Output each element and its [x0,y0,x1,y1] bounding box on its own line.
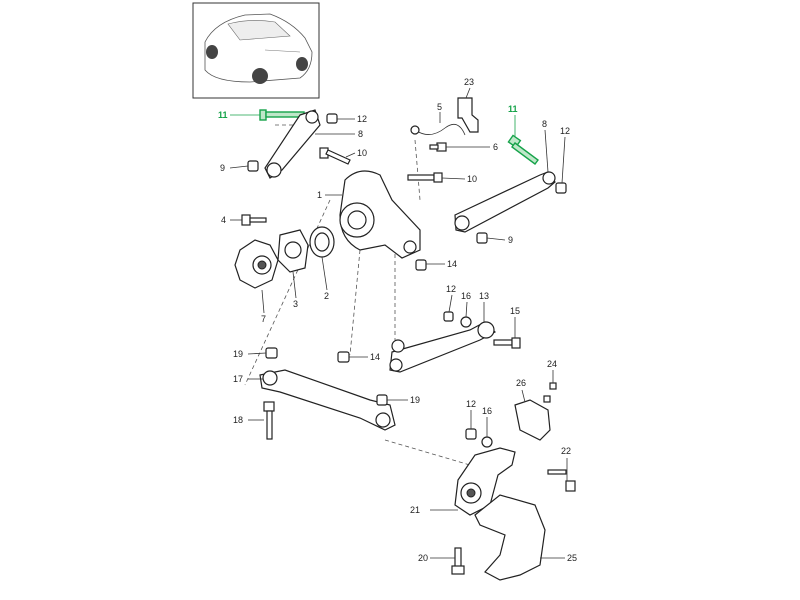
callout-labels: 11 12 8 10 9 1 4 3 2 7 23 5 6 10 11 8 12… [218,77,577,563]
callout-15: 15 [510,306,520,316]
bracket-26 [514,399,551,441]
trailing-arm-21 [454,447,516,516]
callout-3: 3 [293,299,298,309]
lower-arm-17 [259,369,396,431]
callout-8-right: 8 [542,119,547,129]
callout-1: 1 [317,190,322,200]
callout-21: 21 [410,505,420,515]
callout-26: 26 [516,378,526,388]
bolt-6 [429,142,447,152]
callout-12: 12 [357,114,367,124]
callout-10-right: 10 [467,174,477,184]
washer-16-middle [460,316,472,328]
control-arm-8-left [264,109,321,179]
wheel-bearing-2 [309,226,335,258]
shield-25 [474,494,546,581]
leader-lines [229,87,568,559]
nut-12-lower [465,428,477,440]
nut-14-lower [337,351,350,363]
washer-16-lower [481,436,493,448]
callout-14-upper: 14 [447,259,457,269]
callout-16-middle: 16 [461,291,471,301]
callout-24: 24 [547,359,557,369]
callout-12-lower: 12 [466,399,476,409]
callout-18: 18 [233,415,243,425]
callout-14-lower: 14 [370,352,380,362]
callout-11: 11 [218,110,228,120]
nut-9-left [247,160,259,172]
nut-12-middle [443,311,454,322]
nut-14-upper [415,259,427,271]
wheel-carrier-1 [339,170,421,259]
bolt-20 [451,547,465,575]
callout-12-right: 12 [560,126,570,136]
nut-19-upper [265,347,278,359]
nut-19-lower [376,394,388,406]
control-arm-13 [389,321,496,373]
callout-16-lower: 16 [482,406,492,416]
screw-24 [543,382,557,403]
callout-25: 25 [567,553,577,563]
callout-22: 22 [561,446,571,456]
bracket-23 [457,97,479,133]
bolt-10-right [407,172,443,183]
callout-20: 20 [418,553,428,563]
callout-9-right: 9 [508,235,513,245]
vehicle-thumbnail [192,2,320,99]
callout-8: 8 [358,129,363,139]
callout-7: 7 [261,314,266,324]
callout-23: 23 [464,77,474,87]
callout-9: 9 [220,163,225,173]
bolt-22 [547,469,576,492]
bolt-18 [263,401,275,440]
control-arm-8-right [454,171,556,233]
cover-plate-3 [277,229,309,273]
callout-5: 5 [437,102,442,112]
callout-12-middle: 12 [446,284,456,294]
callout-10: 10 [357,148,367,158]
callout-4: 4 [221,215,226,225]
nut-12-left [326,113,338,124]
bolt-15 [493,337,521,349]
callout-13: 13 [479,291,489,301]
callout-11-right: 11 [508,104,518,114]
nut-9-right [476,232,488,244]
wheel-hub-7 [234,239,279,289]
callout-2: 2 [324,291,329,301]
bolt-10-left [319,147,351,165]
bolt-4 [241,214,267,226]
nut-12-right [555,182,567,194]
callout-6: 6 [493,142,498,152]
callout-19-upper: 19 [233,349,243,359]
assembly-guide-lines [244,124,471,466]
callout-19-lower: 19 [410,395,420,405]
bolt-11-right [507,134,539,165]
callout-17: 17 [233,374,243,384]
sensor-cable-5 [410,123,466,136]
